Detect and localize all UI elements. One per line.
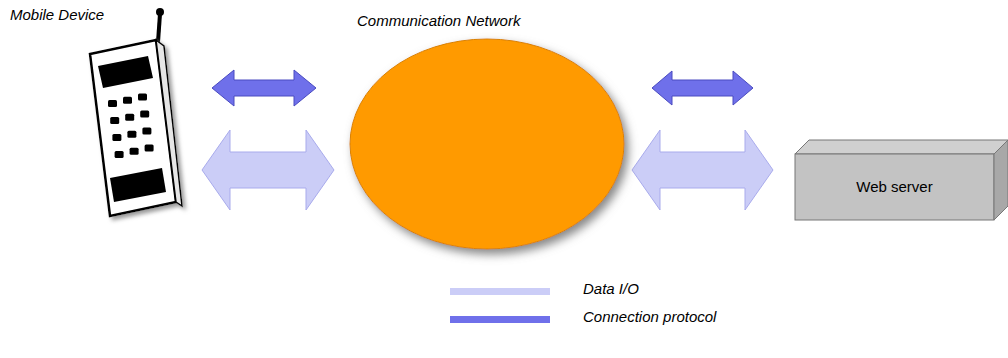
mobile-device: Mobile Device [8, 2, 180, 224]
protocol-arrow [212, 70, 316, 106]
network-ellipse-shape [348, 6, 628, 252]
legend-label: Connection protocol [583, 308, 716, 325]
legend-swatch [450, 288, 550, 295]
network-ellipse: Communication Network [348, 6, 628, 252]
server-box: Web server [795, 140, 1008, 220]
legend-swatch [450, 316, 550, 323]
device-label: Mobile Device [10, 6, 104, 24]
data-arrow [202, 130, 334, 210]
protocol-arrow [652, 71, 753, 105]
network-label: Communication Network [357, 12, 520, 30]
mobile-device-shape [8, 2, 180, 224]
data-arrow [632, 130, 773, 210]
server-label: Web server [856, 178, 932, 196]
legend-label: Data I/O [583, 280, 639, 297]
